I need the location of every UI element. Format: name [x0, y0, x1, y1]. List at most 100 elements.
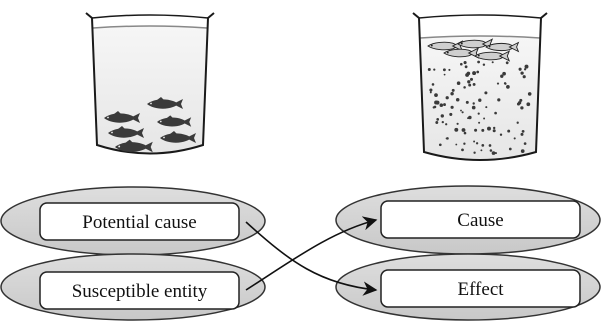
particle-dot — [460, 62, 463, 66]
particle-dot — [482, 63, 486, 66]
particle-dot — [455, 98, 460, 102]
particle-dot — [463, 131, 467, 135]
particle-dot — [472, 71, 477, 76]
particle-dot — [433, 105, 437, 109]
particle-dot — [450, 105, 454, 109]
particle-dot — [456, 122, 459, 125]
particle-dot — [492, 129, 496, 133]
particle-dot — [463, 142, 466, 145]
particle-dot — [491, 61, 494, 64]
particle-dot — [517, 101, 522, 105]
box-susceptible-entity: Susceptible entity — [39, 271, 240, 310]
particle-dot — [523, 142, 527, 145]
particle-dot — [450, 91, 454, 96]
particle-dot — [446, 137, 449, 140]
particle-dot — [478, 98, 482, 102]
particle-dot — [436, 118, 440, 121]
particle-dot — [443, 73, 446, 76]
particle-dot — [477, 60, 480, 64]
particle-dot — [472, 102, 475, 105]
label-potential-cause: Potential cause — [82, 212, 197, 233]
beaker-left-glass — [85, 12, 215, 155]
particle-dot — [464, 65, 468, 69]
particle-dot — [489, 149, 493, 152]
particle-dot — [477, 112, 480, 115]
particle-dot — [440, 114, 444, 118]
particle-dot — [435, 121, 439, 124]
particle-dot — [507, 129, 511, 133]
beaker-left — [85, 12, 215, 155]
particle-dot — [443, 103, 446, 107]
particles — [427, 60, 532, 155]
particle-dot — [441, 120, 444, 124]
particle-dot — [460, 109, 462, 112]
particle-dot — [518, 67, 522, 71]
particle-dot — [519, 98, 523, 102]
particle-dot — [454, 127, 459, 132]
particle-dot — [442, 68, 446, 72]
arrow-susceptible-entity-to-cause — [245, 216, 378, 291]
particle-dot — [448, 68, 451, 71]
particle-dot — [427, 68, 431, 71]
particle-dot — [438, 143, 442, 147]
particle-dot — [487, 126, 491, 131]
particle-dot — [472, 82, 476, 86]
particle-dot — [475, 142, 479, 145]
arrow-potential-cause-to-effect — [245, 221, 378, 296]
particle-dot — [480, 149, 483, 152]
particle-dot — [522, 75, 526, 79]
particle-dot — [433, 68, 436, 71]
label-susceptible-entity: Susceptible entity — [72, 281, 208, 302]
particle-dot — [520, 71, 524, 75]
particle-dot — [471, 105, 476, 110]
particle-dot — [481, 128, 485, 132]
particle-dot — [434, 93, 438, 97]
label-cause: Cause — [457, 210, 503, 231]
particle-dot — [520, 149, 525, 153]
particle-dot — [520, 132, 524, 136]
particle-dot — [445, 96, 449, 100]
particle-dot — [476, 70, 480, 74]
particle-dot — [465, 73, 470, 77]
particle-dot — [467, 81, 470, 84]
particle-dot — [485, 106, 488, 109]
beaker-left-waterline — [92, 25, 208, 29]
particle-dot — [505, 61, 509, 65]
particle-dot — [491, 151, 496, 155]
particle-dot — [461, 111, 464, 114]
particle-dot — [429, 88, 433, 92]
particle-dot — [474, 128, 478, 132]
particle-dot — [508, 147, 512, 151]
beaker-right-waterline — [419, 35, 541, 39]
particle-dot — [481, 144, 485, 147]
particle-dot — [521, 130, 525, 133]
particle-dot — [497, 98, 501, 102]
particle-dot — [463, 61, 467, 65]
box-effect: Effect — [380, 269, 581, 308]
particle-dot — [527, 92, 532, 96]
particle-dot — [493, 126, 496, 130]
particle-dot — [467, 117, 470, 120]
beaker-right-water — [420, 36, 540, 160]
particle-dot — [483, 117, 486, 120]
particle-dot — [434, 100, 439, 105]
particle-dot — [465, 100, 469, 104]
particle-dot — [468, 83, 472, 87]
particle-dot — [494, 111, 497, 115]
particle-dot — [473, 151, 476, 154]
particle-dot — [499, 133, 503, 136]
particle-dot — [431, 83, 435, 86]
particle-dot — [463, 86, 466, 89]
particle-dot — [513, 137, 516, 140]
label-effect: Effect — [457, 279, 504, 300]
particle-dot — [520, 106, 524, 110]
particle-dot — [502, 71, 506, 76]
particle-dot — [478, 121, 481, 124]
particle-dot — [456, 81, 461, 85]
particle-dot — [503, 82, 507, 85]
particle-dot — [516, 121, 519, 124]
particle-dot — [455, 143, 458, 146]
particle-dot — [451, 88, 455, 92]
